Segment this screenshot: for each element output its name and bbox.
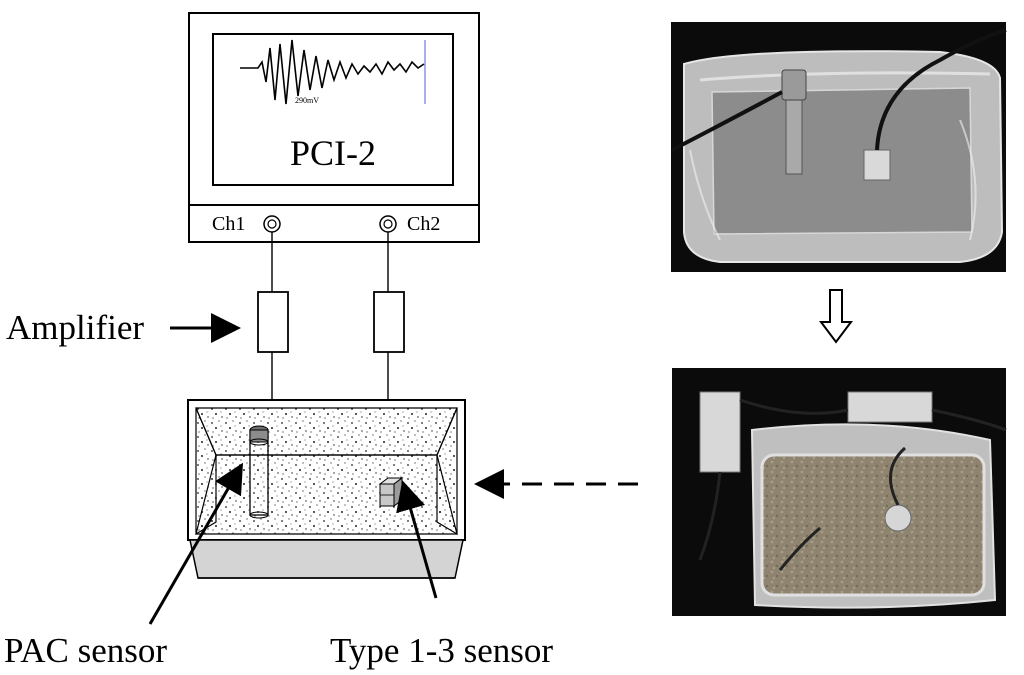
channel-2-connector [379, 215, 397, 233]
channel-1-label: Ch1 [212, 213, 245, 235]
amplifier-ch1 [257, 291, 289, 353]
pac-sensor-label: PAC sensor [4, 631, 167, 670]
photo-bottom-filled-box [672, 368, 1007, 616]
channel-1-connector [263, 215, 281, 233]
waveform-trace [240, 39, 425, 105]
type13-sensor [378, 477, 404, 507]
channel-2-label: Ch2 [407, 213, 440, 235]
pac-sensor [249, 425, 269, 519]
down-arrow [819, 289, 853, 344]
pci2-instrument: 290mV PCI-2 Ch1 Ch2 [188, 12, 480, 243]
pac-sensor-arrow [148, 462, 243, 625]
type13-sensor-arrow [396, 480, 438, 599]
photo-top-empty-box [671, 22, 1007, 272]
scale-label: 290mV [295, 96, 319, 105]
amplifier-label: Amplifier [6, 308, 144, 347]
instrument-screen [212, 33, 454, 186]
screen-title: PCI-2 [290, 133, 376, 173]
amplifier-ch2 [373, 291, 405, 353]
type13-sensor-label: Type 1-3 sensor [330, 631, 553, 670]
